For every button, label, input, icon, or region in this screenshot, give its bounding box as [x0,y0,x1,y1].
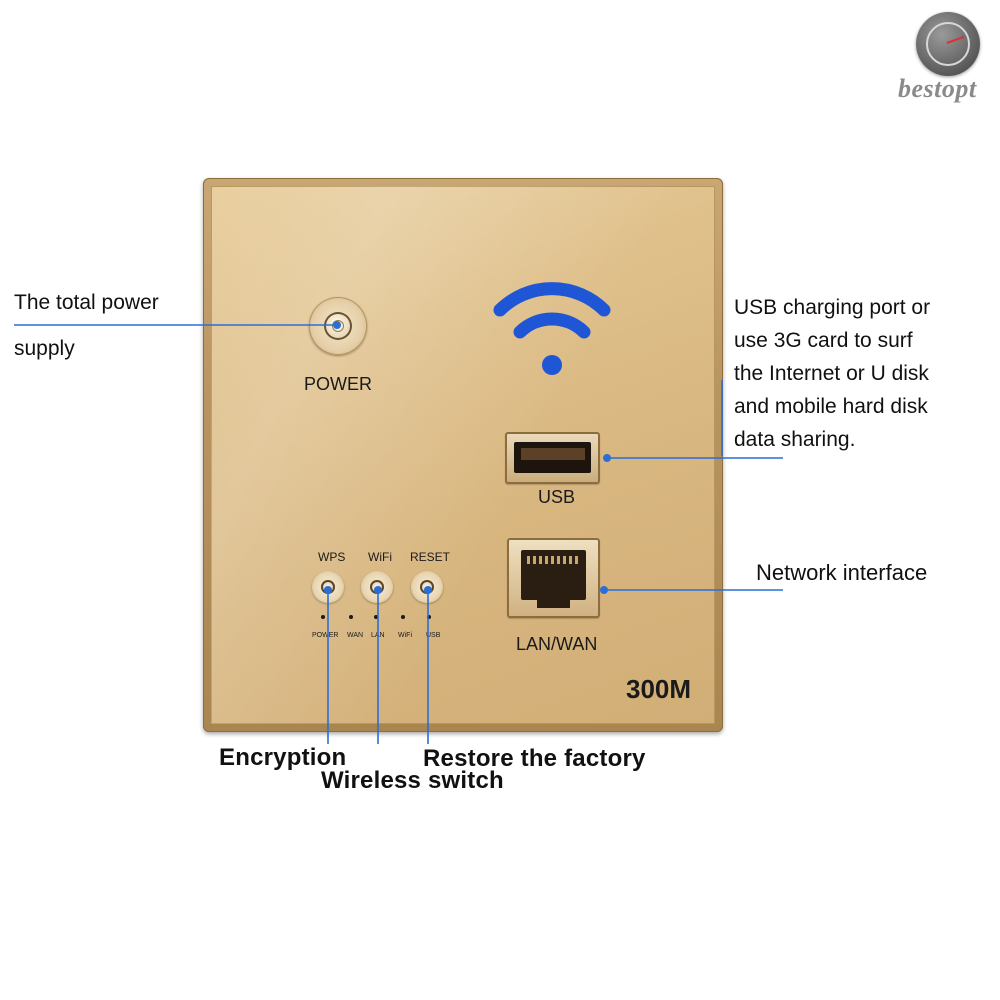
annotation-usb-line3: the Internet or U disk [734,362,929,385]
annotation-encryption: Encryption [219,744,347,771]
usb-port [505,432,600,484]
wps-label: WPS [318,550,346,564]
wifi-icon [493,282,611,375]
power-led [321,615,325,619]
usb-led [427,615,431,619]
led-label-power: POWER [312,632,339,639]
usb-label: USB [538,487,576,507]
annotation-wireless: Wireless switch [321,767,504,794]
reset-label: RESET [410,550,451,564]
lan-led [374,615,378,619]
watermark-logo [916,12,980,76]
annotation-usb-line5: data sharing. [734,428,856,451]
watermark-text: bestopt [898,74,977,103]
wifi-led [401,615,405,619]
lan-wan-label: LAN/WAN [516,634,598,654]
led-label-usb: USB [426,632,441,639]
annotation-power-line1: The total power [14,291,159,314]
led-label-wifi: WiFi [398,632,412,639]
annotation-network: Network interface [756,560,928,585]
lan-wan-port [507,538,600,618]
speed-label: 300M [626,674,692,704]
annotation-restore: Restore the factory [423,745,646,772]
power-label: POWER [304,374,373,394]
annotation-power-line2: supply [14,337,75,360]
annotation-usb-line1: USB charging port or [734,296,931,319]
wall-panel-face [211,186,715,724]
led-label-wan: WAN [347,632,364,639]
annotation-usb-line2: use 3G card to surf [734,329,913,352]
wan-led [349,615,353,619]
wifi-label: WiFi [368,550,392,564]
annotation-usb-line4: and mobile hard disk [734,395,928,418]
